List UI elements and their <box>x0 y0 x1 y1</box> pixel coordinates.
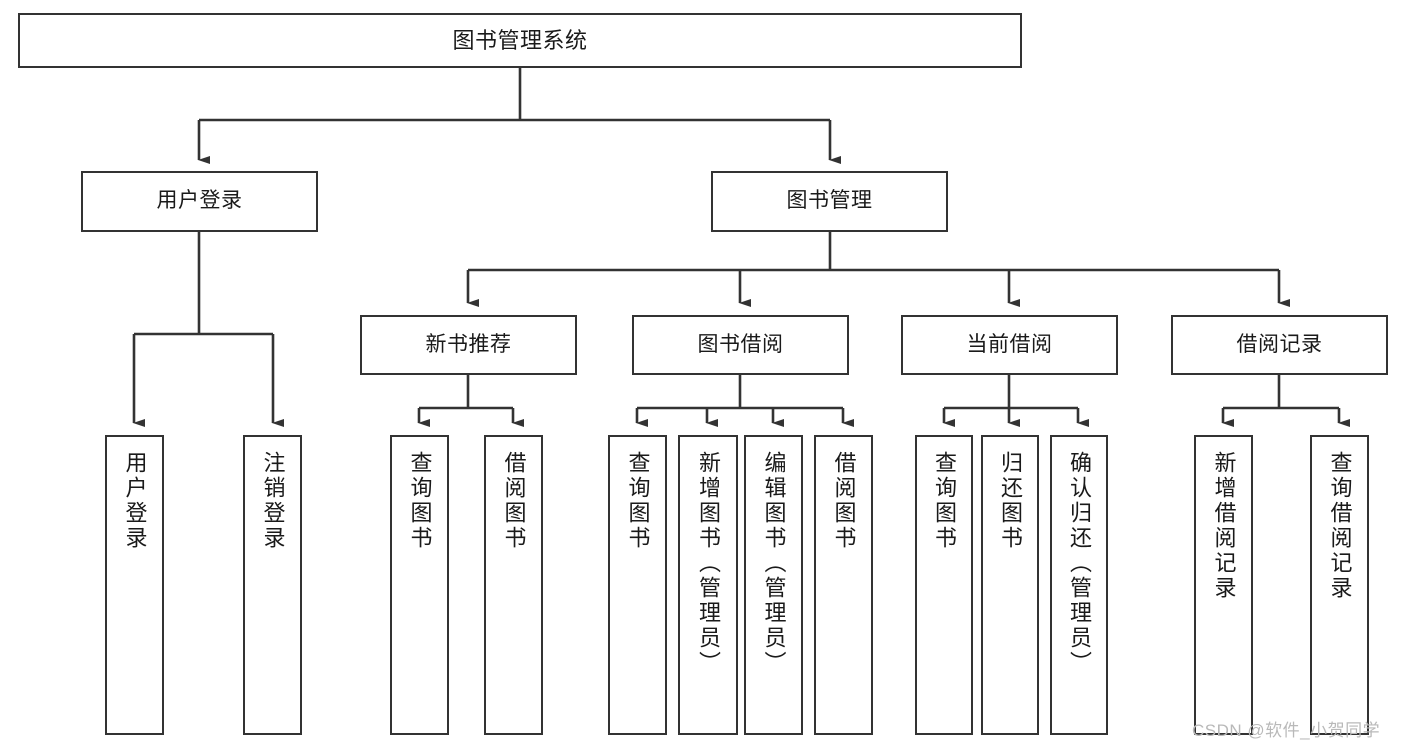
node-label: 归还图书 <box>998 451 1023 551</box>
node-label: 借阅记录 <box>1236 332 1323 356</box>
leaf-query-book-borrow[interactable]: 查询图书 <box>608 435 667 735</box>
node-label: 新书推荐 <box>425 332 512 356</box>
leaf-borrow-book[interactable]: 借阅图书 <box>814 435 873 735</box>
node-label: 确认归还（管理员） <box>1067 451 1092 676</box>
node-label: 用户登录 <box>156 189 243 213</box>
leaf-add-borrow-record[interactable]: 新增借阅记录 <box>1194 435 1253 735</box>
node-label: 查询图书 <box>407 451 433 551</box>
leaf-add-book-admin[interactable]: 新增图书（管理员） <box>678 435 738 735</box>
node-new-book-recommend[interactable]: 新书推荐 <box>360 315 577 375</box>
node-label: 用户登录 <box>122 451 148 551</box>
leaf-query-book-current[interactable]: 查询图书 <box>915 435 973 735</box>
node-current-borrow[interactable]: 当前借阅 <box>901 315 1118 375</box>
leaf-logout[interactable]: 注销登录 <box>243 435 302 735</box>
node-label: 查询图书 <box>932 451 957 551</box>
node-label: 注销登录 <box>260 451 286 551</box>
watermark-text: CSDN @软件_小贺同学 <box>1192 721 1381 740</box>
node-label: 新增借阅记录 <box>1211 451 1237 601</box>
node-label: 借阅图书 <box>831 451 857 551</box>
node-label: 图书借阅 <box>697 332 784 356</box>
leaf-return-book[interactable]: 归还图书 <box>981 435 1039 735</box>
leaf-borrow-book-recommend[interactable]: 借阅图书 <box>484 435 543 735</box>
leaf-edit-book-admin[interactable]: 编辑图书（管理员） <box>744 435 803 735</box>
node-label: 查询图书 <box>625 451 651 551</box>
node-user-login[interactable]: 用户登录 <box>81 171 318 232</box>
node-label: 图书管理系统 <box>452 27 588 53</box>
node-book-borrow[interactable]: 图书借阅 <box>632 315 849 375</box>
node-root[interactable]: 图书管理系统 <box>18 13 1022 68</box>
node-label: 查询借阅记录 <box>1327 451 1353 601</box>
leaf-confirm-return-admin[interactable]: 确认归还（管理员） <box>1050 435 1108 735</box>
node-label: 新增图书（管理员） <box>696 451 721 676</box>
node-label: 借阅图书 <box>501 451 527 551</box>
leaf-query-book-recommend[interactable]: 查询图书 <box>390 435 449 735</box>
node-book-management[interactable]: 图书管理 <box>711 171 948 232</box>
node-label: 图书管理 <box>786 189 873 213</box>
node-label: 当前借阅 <box>966 332 1053 356</box>
leaf-user-login[interactable]: 用户登录 <box>105 435 164 735</box>
node-borrow-records[interactable]: 借阅记录 <box>1171 315 1388 375</box>
node-label: 编辑图书（管理员） <box>761 451 787 676</box>
leaf-query-borrow-record[interactable]: 查询借阅记录 <box>1310 435 1369 735</box>
